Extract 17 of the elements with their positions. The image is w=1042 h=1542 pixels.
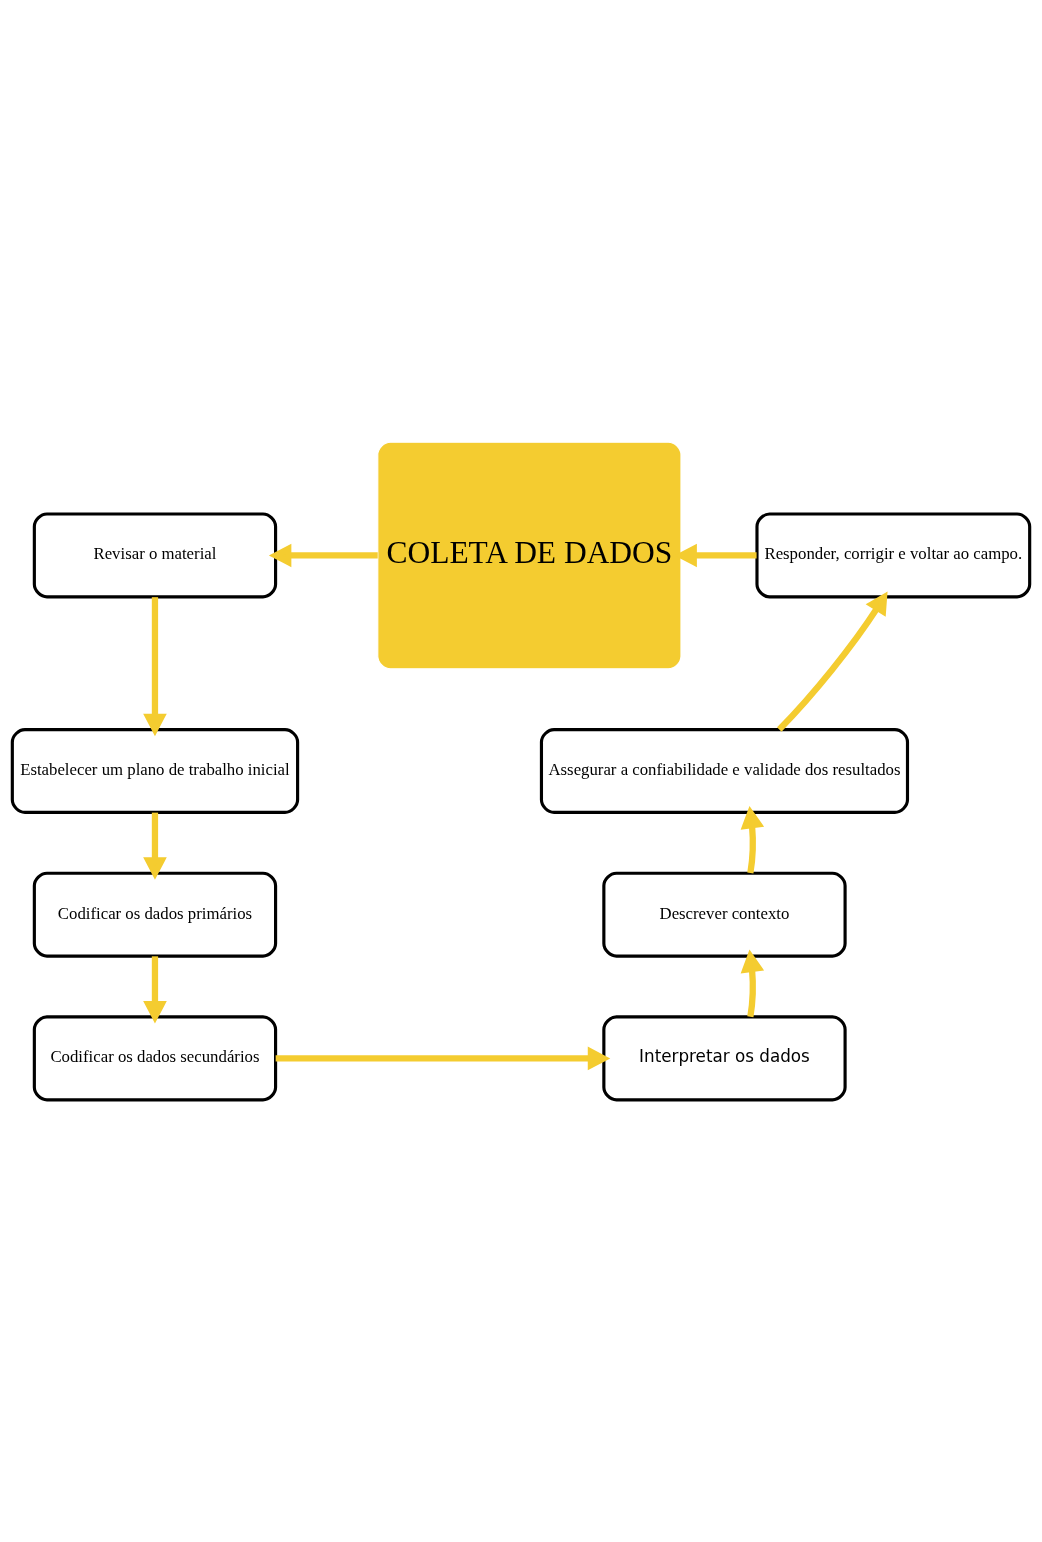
- node-box: Interpretar os dados: [602, 1015, 847, 1102]
- arrow: [740, 805, 765, 874]
- arrow: [143, 812, 167, 880]
- node-box: Revisar o material: [32, 512, 278, 599]
- arrow: [268, 543, 378, 568]
- arrow: [143, 597, 167, 737]
- node-box: Assegurar a confiabilidade e validade dos resultados: [539, 728, 910, 814]
- arrow: [143, 956, 167, 1024]
- node-box: Descrever contexto: [602, 871, 847, 958]
- node-box: Estabelecer um plano de trabalho inicial: [10, 728, 300, 814]
- node-box: Codificar os dados secundários: [32, 1015, 278, 1102]
- arrow: [275, 1046, 611, 1071]
- node-box: COLETA DE DADOS: [377, 441, 682, 670]
- arrow: [740, 949, 765, 1018]
- node-box: Codificar os dados primários: [32, 871, 278, 958]
- node-box: Responder, corrigir e voltar ao campo.: [755, 512, 1032, 599]
- arrow: [777, 591, 888, 732]
